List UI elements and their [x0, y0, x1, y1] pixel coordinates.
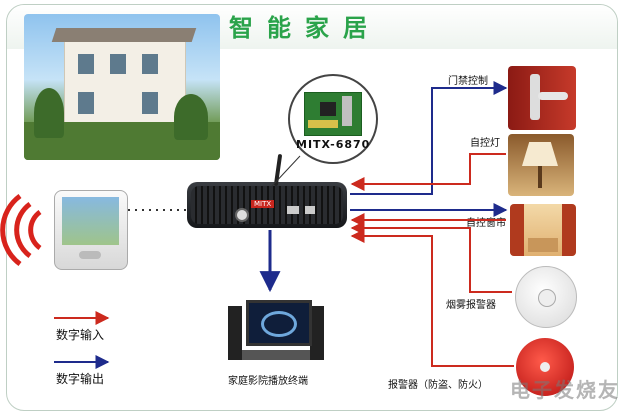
mitx-device: MITX — [187, 182, 347, 228]
house-photo — [24, 14, 220, 160]
lamp-photo — [508, 134, 574, 196]
curtain-photo — [510, 204, 576, 256]
alarm-bell-photo — [516, 338, 574, 396]
arrow-smoke-input — [350, 221, 512, 293]
board-label: MITX-6870 — [296, 138, 371, 151]
device-label-door: 门禁控制 — [448, 76, 488, 87]
home-theater-label: 家庭影院播放终端 — [228, 376, 308, 387]
device-label-curtain: 自控窗帘 — [466, 218, 506, 229]
diagram-title: 智能家居 — [229, 14, 381, 42]
door-lock-photo — [508, 66, 576, 130]
home-theater — [228, 294, 324, 366]
watermark: 电子发烧友 — [510, 378, 620, 402]
mitx-board-photo — [288, 74, 378, 164]
legend-output-label: 数字输出 — [56, 372, 105, 386]
legend-input-label: 数字输入 — [56, 328, 105, 342]
arrow-alarm-input — [350, 229, 514, 367]
device-badge: MITX — [251, 200, 275, 208]
arrow-light-input — [350, 153, 506, 191]
device-label-smoke: 烟雾报警器 — [446, 300, 496, 311]
device-label-alarm: 报警器（防盗、防火） — [388, 380, 488, 391]
device-label-light: 自控灯 — [470, 138, 500, 149]
board-to-device-link — [271, 155, 301, 187]
smoke-detector-photo — [515, 266, 577, 328]
arrow-door-control — [350, 81, 508, 195]
tablet — [54, 190, 128, 270]
wireless-signal-icon — [0, 193, 42, 267]
